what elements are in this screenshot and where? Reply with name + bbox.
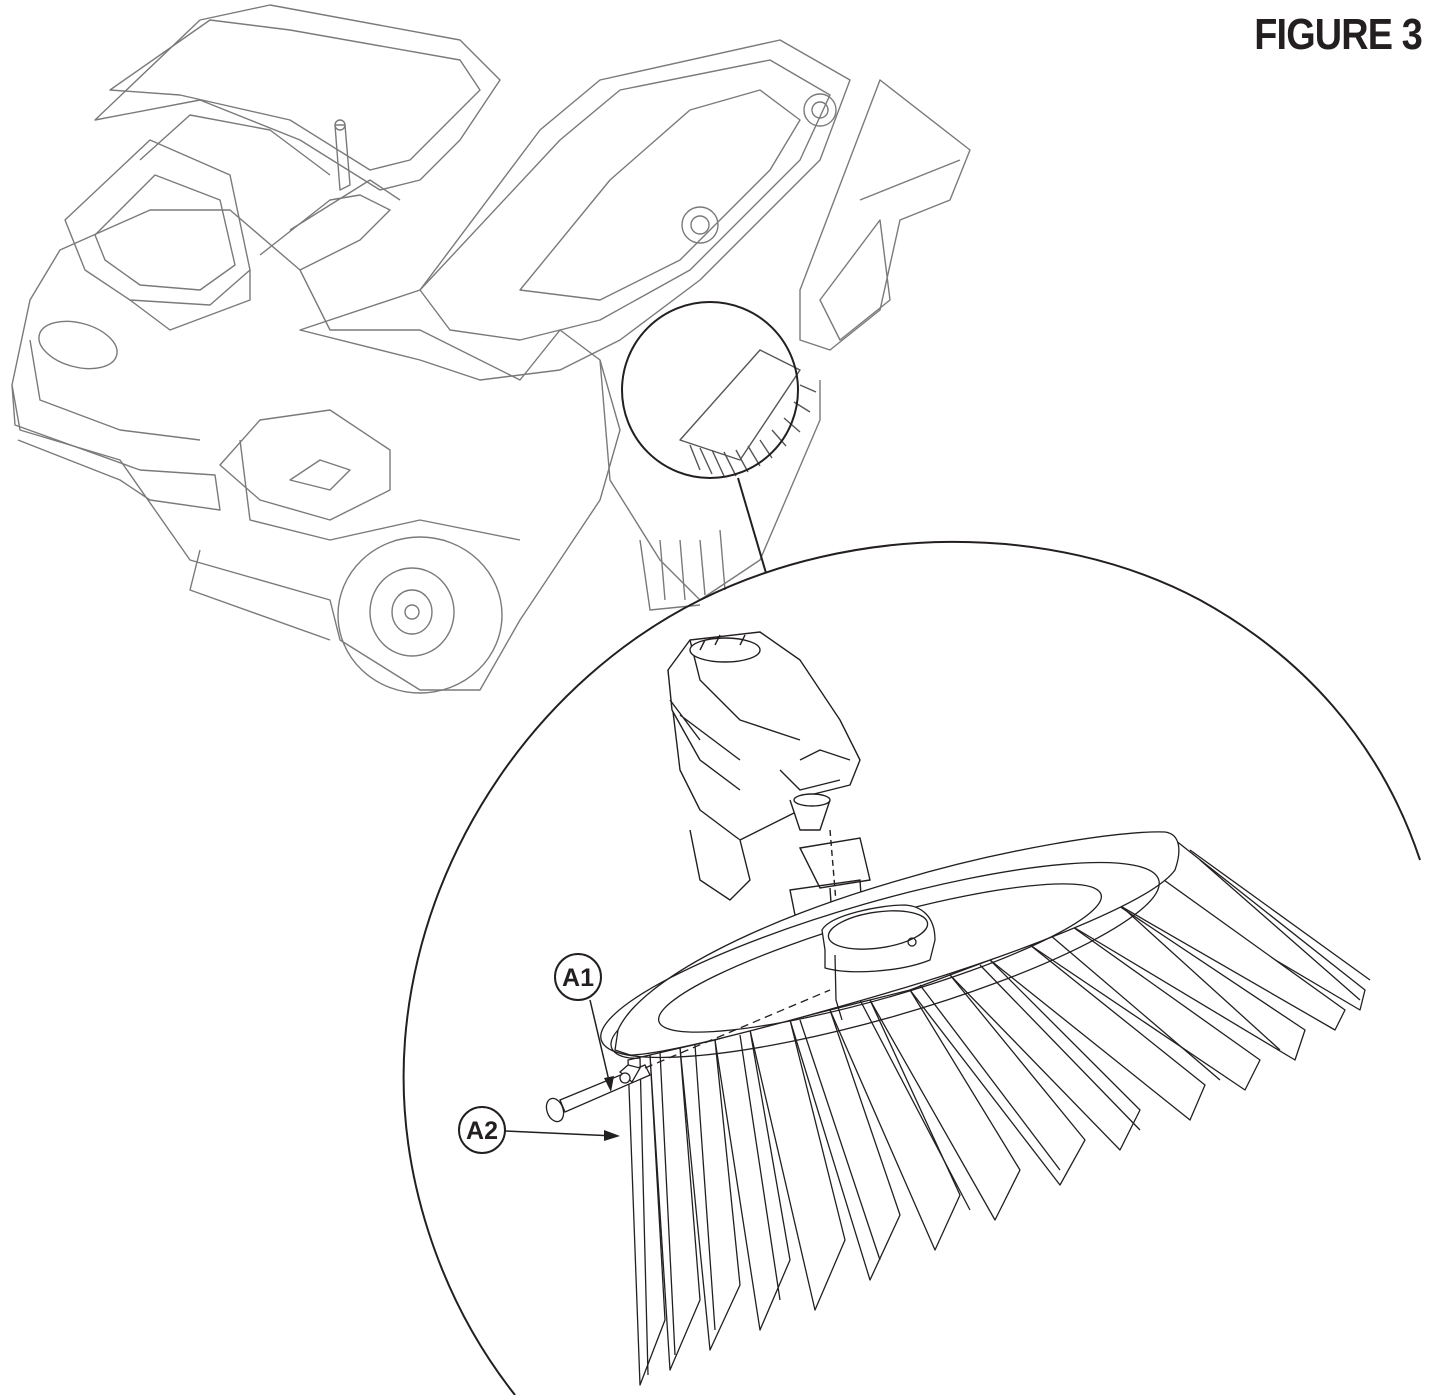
hitch-pin [545, 989, 831, 1123]
callout-a2-arrowhead [604, 1130, 620, 1141]
brush-motor [667, 631, 861, 901]
brush-hub [821, 904, 936, 1021]
bristle-lines [639, 849, 1371, 1376]
detail-circle [402, 540, 1421, 1395]
side-brush [600, 831, 1371, 1386]
callout-a2: A2 [458, 1106, 620, 1154]
callout-a2-label: A2 [466, 1117, 498, 1145]
magnifier-small-circle [621, 301, 799, 574]
sweeper-machine [11, 4, 971, 694]
callout-a1: A1 [554, 953, 614, 1092]
callout-a1-label: A1 [562, 964, 594, 992]
brush-bristles [627, 839, 1366, 1386]
figure-title: FIGURE 3 [1254, 10, 1422, 59]
callout-a1-arrowhead [604, 1076, 614, 1092]
